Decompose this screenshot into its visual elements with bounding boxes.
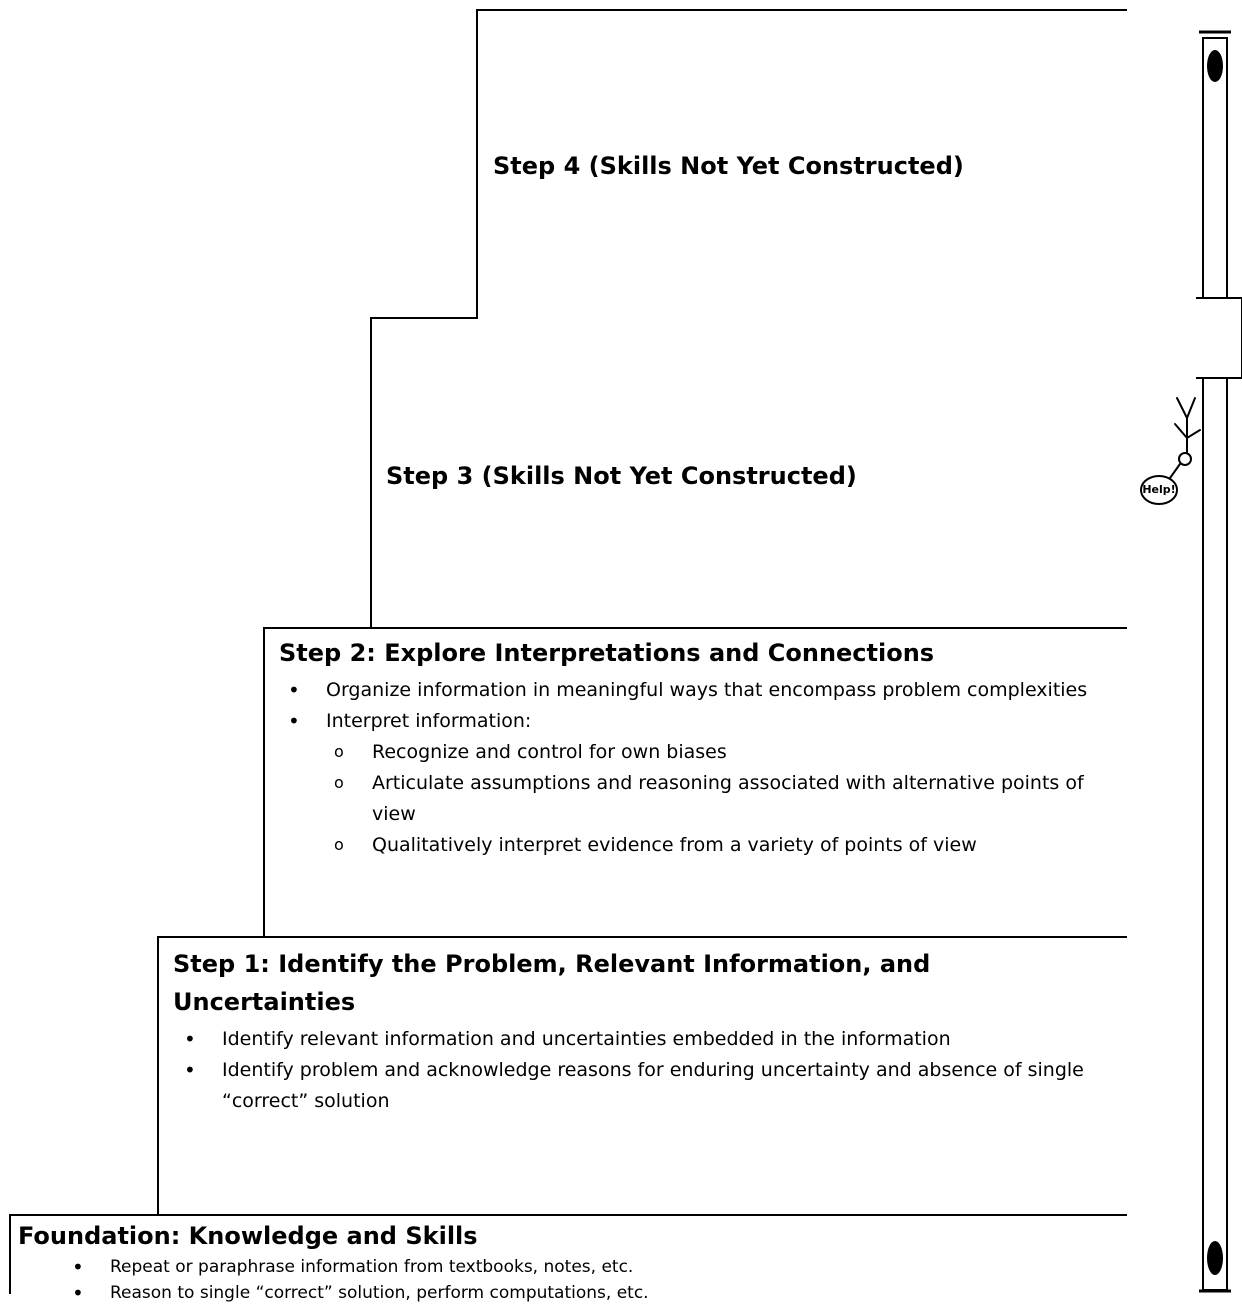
step-4-title: Step 4 (Skills Not Yet Constructed)	[493, 152, 964, 180]
speech-bubble-icon	[1140, 475, 1178, 505]
foundation-bullet-text: Repeat or paraphrase information from te…	[110, 1257, 634, 1277]
ladder-bottom-knob	[1207, 1241, 1223, 1275]
step-1-bullet: Identify problem and acknowledge reasons…	[176, 1055, 1111, 1117]
step-2-list: Organize information in meaningful ways …	[280, 675, 1110, 861]
ladder-bracket-icon	[1196, 297, 1242, 379]
foundation-bullet-text: Reason to single “correct” solution, per…	[110, 1283, 649, 1303]
ladder-icon	[1196, 30, 1242, 1293]
step-2-sub-list: Recognize and control for own biases Art…	[326, 736, 1110, 861]
stick-figure-climbing-icon	[1169, 397, 1201, 479]
help-speech-text: Help!	[1142, 483, 1176, 496]
step-1-title: Step 1: Identify the Problem, Relevant I…	[173, 950, 931, 1016]
step-1-list: Identify relevant information and uncert…	[176, 1024, 1111, 1117]
step-2-sub-text: Articulate assumptions and reasoning ass…	[372, 772, 1084, 825]
foundation-title: Foundation: Knowledge and Skills	[18, 1222, 478, 1250]
step-2-bullet-organize: Organize information in meaningful ways …	[280, 675, 1110, 706]
ladder-top-knob	[1207, 50, 1223, 82]
ladder-rail-lower	[1202, 377, 1228, 1291]
step-1-bullet: Identify relevant information and uncert…	[176, 1024, 1111, 1055]
step-2-bullet-text: Organize information in meaningful ways …	[326, 679, 1088, 701]
step-2-sub-item: Recognize and control for own biases	[326, 736, 1110, 768]
step-2-sub-item: Articulate assumptions and reasoning ass…	[326, 767, 1110, 830]
step-1-bullet-text: Identify relevant information and uncert…	[222, 1028, 951, 1050]
step-3-title: Step 3 (Skills Not Yet Constructed)	[386, 462, 857, 490]
step-2-sub-item: Qualitatively interpret evidence from a …	[326, 829, 1110, 861]
step-2-sub-text: Recognize and control for own biases	[372, 741, 727, 763]
step-1-bullet-text: Identify problem and acknowledge reasons…	[222, 1059, 1084, 1112]
foundation-list: Repeat or paraphrase information from te…	[64, 1254, 1064, 1306]
step-2-bullet-interpret: Interpret information: Recognize and con…	[280, 706, 1110, 861]
step-2-title: Step 2: Explore Interpretations and Conn…	[279, 639, 935, 667]
foundation-bullet: Repeat or paraphrase information from te…	[64, 1254, 1064, 1280]
step-2-bullet-text: Interpret information:	[326, 710, 532, 732]
step-2-sub-text: Qualitatively interpret evidence from a …	[372, 834, 977, 856]
foundation-bullet: Reason to single “correct” solution, per…	[64, 1280, 1064, 1306]
